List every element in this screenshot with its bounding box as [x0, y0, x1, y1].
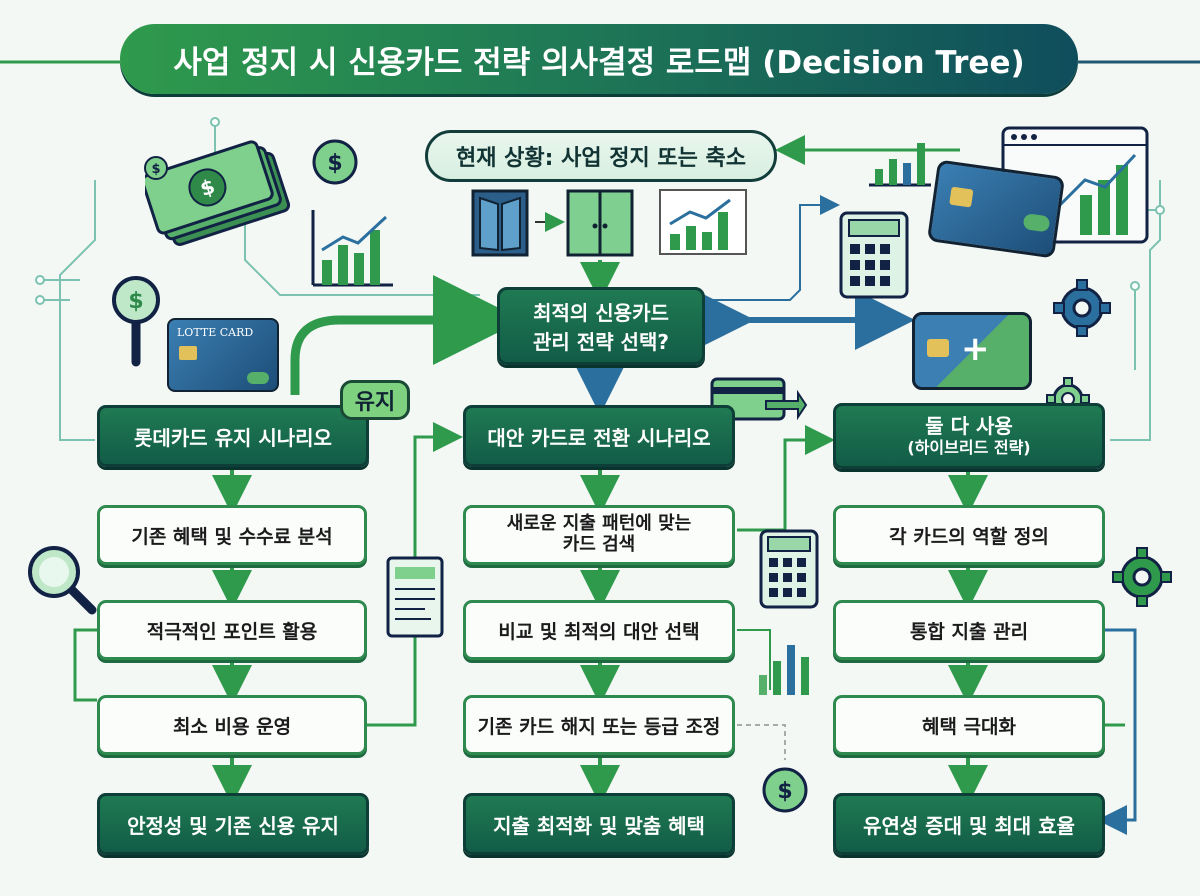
switch-step-3: 기존 카드 해지 또는 등급 조정 — [463, 695, 735, 755]
decision-line1: 최적의 신용카드 — [533, 301, 669, 325]
plus-icon: + — [961, 329, 990, 369]
dollar-coin-bottom-icon: $ — [762, 767, 808, 813]
calculator-icon — [839, 211, 909, 299]
hybrid-step-2: 통합 지출 관리 — [833, 600, 1105, 660]
switch-result: 지출 최적화 및 맞춤 혜택 — [463, 793, 735, 855]
hybrid-step-1: 각 카드의 역할 정의 — [833, 505, 1105, 565]
document-icon — [386, 556, 444, 638]
blue-card-icon — [926, 159, 1066, 259]
small-coin-icon: $ — [144, 156, 168, 180]
svg-text:$: $ — [151, 162, 160, 177]
card-brand-label: LOTTE CARD — [177, 326, 254, 339]
decision-line2: 관리 전략 선택? — [533, 330, 669, 354]
switch-step-2: 비교 및 최적의 대안 선택 — [463, 600, 735, 660]
keep-result: 안정성 및 기존 신용 유지 — [97, 793, 369, 855]
card-chip-icon — [179, 346, 197, 360]
svg-text:$: $ — [777, 779, 792, 804]
switch-step-1: 새로운 지출 패턴에 맞는 카드 검색 — [463, 505, 735, 565]
search-magnifier-icon — [28, 546, 97, 615]
card-chip-icon — [927, 339, 949, 357]
situation-box: 현재 상황: 사업 정지 또는 축소 — [425, 130, 777, 182]
bar-chart-small-icon — [869, 143, 931, 187]
header-switch: 대안 카드로 전환 시나리오 — [463, 405, 735, 467]
card-logo-icon — [1022, 213, 1051, 233]
hybrid-card-icon: + — [912, 312, 1032, 390]
dollar-coin-icon: $ — [312, 139, 358, 185]
growth-chart-icon — [311, 210, 393, 287]
decision-box: 최적의 신용카드 관리 전략 선택? — [497, 287, 705, 365]
hybrid-step-3: 혜택 극대화 — [833, 695, 1105, 755]
magnifier-icon: $ — [112, 276, 160, 367]
money-icon: $ — [145, 140, 291, 246]
header-hybrid: 둘 다 사용 (하이브리드 전략) — [833, 403, 1105, 469]
keep-step-1: 기존 혜택 및 수수료 분석 — [97, 505, 367, 565]
header-hybrid-title: 둘 다 사용 — [925, 414, 1013, 439]
mini-bar-chart-icon — [759, 645, 809, 695]
calculator-small-icon — [759, 529, 819, 609]
header-hybrid-sub: (하이브리드 전략) — [907, 438, 1031, 458]
card-logo-icon — [247, 372, 269, 384]
header-keep: 롯데카드 유지 시나리오 — [97, 405, 369, 467]
bar-chart-icon — [659, 189, 747, 255]
gear-icon — [1053, 279, 1111, 337]
credit-card-icon: LOTTE CARD — [167, 318, 279, 392]
card-chip-icon — [949, 186, 974, 208]
keep-step-3: 최소 비용 운영 — [97, 695, 367, 755]
hybrid-result: 유연성 증대 및 최대 효율 — [833, 793, 1105, 855]
open-door-icon — [471, 189, 529, 257]
svg-text:$: $ — [128, 289, 143, 314]
closed-door-icon — [566, 189, 634, 257]
page-title: 사업 정지 시 신용카드 전략 의사결정 로드맵 (Decision Tree) — [120, 24, 1078, 94]
gear-bottom-icon — [1112, 547, 1172, 607]
keep-bubble: 유지 — [340, 380, 410, 420]
svg-text:$: $ — [327, 151, 342, 176]
keep-step-2: 적극적인 포인트 활용 — [97, 600, 367, 660]
